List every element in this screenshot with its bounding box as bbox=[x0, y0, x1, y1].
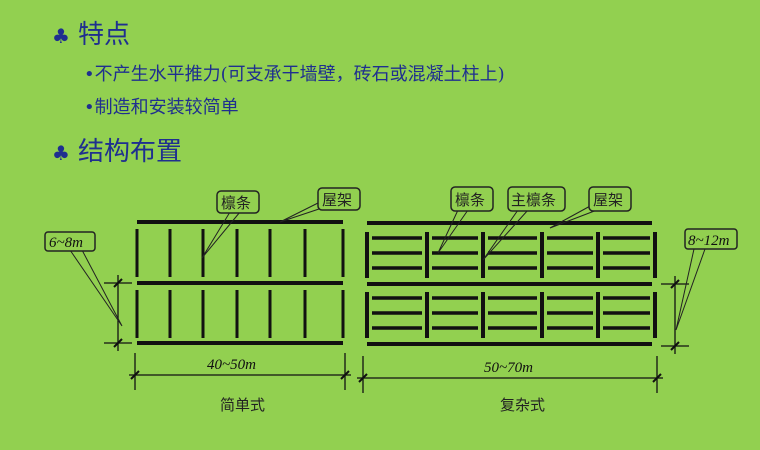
dimension-tick bbox=[670, 341, 680, 351]
dimension-tick bbox=[670, 279, 680, 289]
dimension-tick bbox=[340, 370, 350, 380]
caption-simple: 简单式 bbox=[220, 396, 265, 414]
callout-purlin-simple: 檩条 bbox=[201, 190, 260, 259]
callout-truss-simple: 屋架 bbox=[279, 187, 361, 223]
callout-span-simple: 6~8m bbox=[44, 231, 123, 327]
length-simple: 40~50m bbox=[207, 357, 256, 373]
heading-text: 结构布置 bbox=[77, 137, 182, 167]
club-icon: ♣ bbox=[52, 24, 70, 48]
svg-text:檩条: 檩条 bbox=[455, 191, 485, 209]
caption-complex: 复杂式 bbox=[500, 396, 545, 414]
dimension-tick bbox=[130, 370, 140, 380]
svg-text:屋架: 屋架 bbox=[593, 191, 623, 209]
dimension-tick bbox=[113, 278, 123, 288]
dimension-tick bbox=[652, 373, 662, 383]
svg-text:檩条: 檩条 bbox=[221, 194, 251, 212]
svg-text:8~12m: 8~12m bbox=[688, 233, 730, 249]
heading-layout: ♣ 结构布置 bbox=[52, 131, 182, 168]
heading-features: ♣ 特点 bbox=[52, 14, 130, 51]
length-complex: 50~70m bbox=[484, 360, 533, 376]
callout-span-complex: 8~12m bbox=[675, 228, 738, 331]
bullet-item: •不产生水平推力(可支承于墙壁，砖石或混凝土柱上) bbox=[84, 64, 505, 85]
simple-layout bbox=[104, 220, 351, 390]
svg-text:主檩条: 主檩条 bbox=[511, 191, 556, 209]
dimension-tick bbox=[113, 338, 123, 348]
heading-text: 特点 bbox=[77, 20, 130, 50]
callout-truss-complex: 屋架 bbox=[549, 186, 632, 229]
callout-main-purlin: 主檩条 bbox=[482, 186, 566, 261]
bullet-text: 制造和安装较简单 bbox=[94, 97, 239, 118]
svg-text:屋架: 屋架 bbox=[322, 191, 352, 209]
club-icon: ♣ bbox=[52, 141, 70, 165]
dimension-tick bbox=[358, 373, 368, 383]
svg-text:6~8m: 6~8m bbox=[49, 235, 83, 251]
callout-purlin-complex: 檩条 bbox=[437, 186, 494, 254]
bullet-text: 不产生水平推力(可支承于墙壁，砖石或混凝土柱上) bbox=[94, 64, 505, 85]
bullet-item: •制造和安装较简单 bbox=[84, 97, 239, 118]
